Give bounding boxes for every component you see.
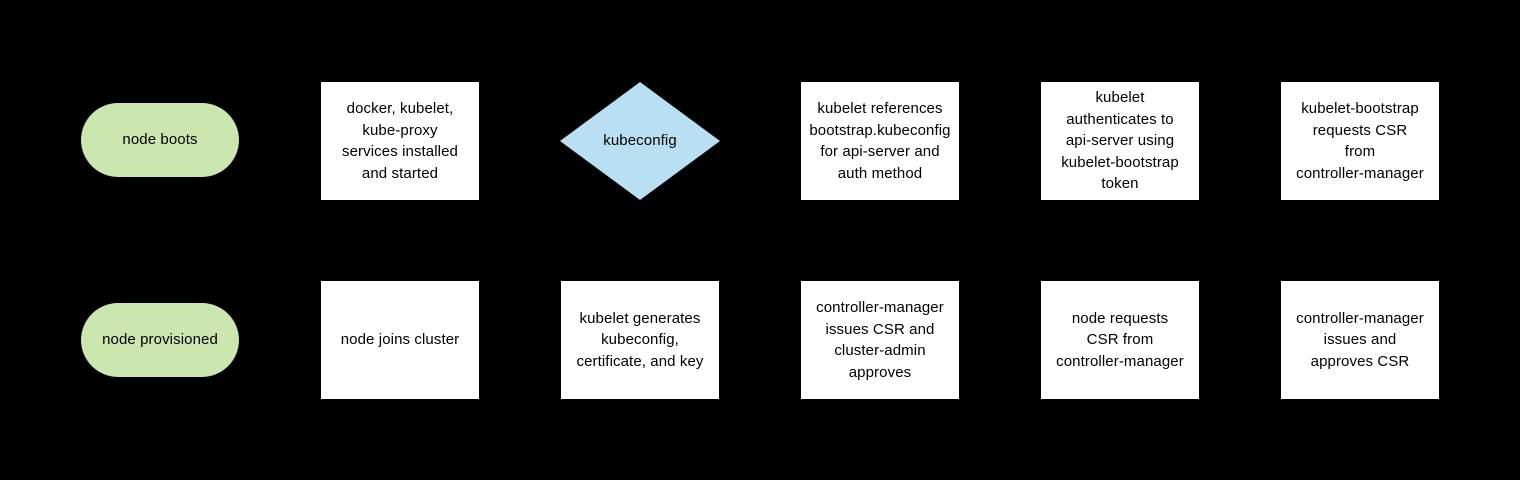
flow-node-node-joins-cluster[interactable]: node joins cluster xyxy=(321,281,479,399)
flow-node-label-node-joins-cluster: node joins cluster xyxy=(340,331,460,349)
flow-node-controller-manager-issues-csr[interactable]: controller-manager issues CSR and cluste… xyxy=(801,281,959,399)
flow-node-label-node-requests-csr: node requests CSR from controller-manage… xyxy=(1056,309,1184,370)
flow-node-label-kubelet-authenticates: kubelet authenticates to api-server usin… xyxy=(1061,89,1179,193)
flow-node-label-kubelet-bootstrap-requests-csr: kubelet-bootstrap requests CSR from cont… xyxy=(1296,100,1424,182)
flow-node-kubelet-references-bootstrap[interactable]: kubelet references bootstrap.kubeconfig … xyxy=(801,82,959,200)
flow-node-label-node-provisioned: node provisioned xyxy=(102,331,218,349)
flow-node-kubelet-generates[interactable]: kubelet generates kubeconfig, certificat… xyxy=(561,281,719,399)
flow-node-label-kubelet-references-bootstrap: kubelet references bootstrap.kubeconfig … xyxy=(809,100,951,182)
flow-node-node-provisioned[interactable]: node provisioned xyxy=(81,303,239,377)
flow-node-node-requests-csr[interactable]: node requests CSR from controller-manage… xyxy=(1041,281,1199,399)
flow-node-services-installed[interactable]: docker, kubelet, kube-proxy services ins… xyxy=(321,82,479,200)
flow-node-label-node-boots: node boots xyxy=(122,131,198,149)
flow-node-label-kubelet-generates: kubelet generates kubeconfig, certificat… xyxy=(576,309,704,370)
flow-node-kubelet-authenticates[interactable]: kubelet authenticates to api-server usin… xyxy=(1041,82,1199,200)
flow-node-node-boots[interactable]: node boots xyxy=(81,103,239,177)
flow-node-kubelet-bootstrap-requests-csr[interactable]: kubelet-bootstrap requests CSR from cont… xyxy=(1281,82,1439,200)
flow-node-kubeconfig-decision[interactable]: kubeconfig xyxy=(560,82,720,200)
flow-node-label-kubeconfig-decision: kubeconfig xyxy=(603,132,677,150)
flow-node-label-controller-manager-approves: controller-manager issues and approves C… xyxy=(1296,309,1424,370)
flow-node-label-controller-manager-issues-csr: controller-manager issues CSR and cluste… xyxy=(816,299,944,381)
flow-node-controller-manager-approves[interactable]: controller-manager issues and approves C… xyxy=(1281,281,1439,399)
flow-node-label-services-installed: docker, kubelet, kube-proxy services ins… xyxy=(341,100,458,182)
